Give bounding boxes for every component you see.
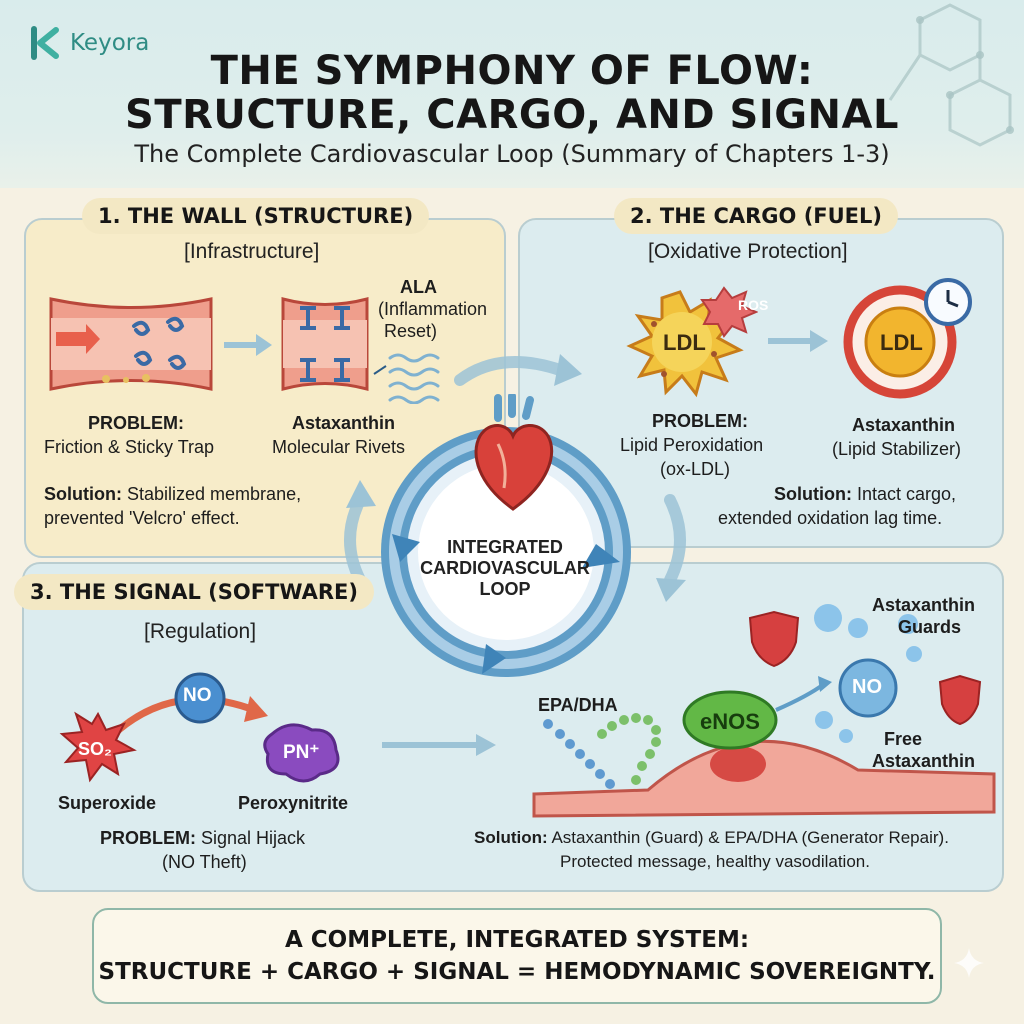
no-label-2: NO <box>852 676 882 698</box>
stabilizer-label: Astaxanthin <box>852 415 956 435</box>
peroxynitrite-label: Peroxynitrite <box>238 793 349 813</box>
cargo-solution-text-2: extended oxidation lag time. <box>718 508 943 528</box>
arrow-right-icon <box>382 734 496 756</box>
ala-label: ALA <box>400 277 437 297</box>
stabilizer-text: (Lipid Stabilizer) <box>832 439 962 459</box>
wall-solution-text-2: prevented 'Velcro' effect. <box>44 508 240 528</box>
wall-solution-label: Solution: <box>44 484 122 504</box>
free-label-2: Astaxanthin <box>872 751 976 771</box>
signal-hijack-icon <box>59 672 340 783</box>
epa-dha-label: EPA/DHA <box>538 695 618 715</box>
rivets-text: Molecular Rivets <box>272 437 406 457</box>
signal-heading: 3. THE SIGNAL (SOFTWARE) <box>14 574 374 610</box>
signal-problem: PROBLEM: Signal Hijack <box>100 826 305 850</box>
ros-label: ROS <box>738 297 769 313</box>
wall-solution-text-1: Stabilized membrane, <box>127 484 302 504</box>
no-label-1: NO <box>183 685 212 706</box>
integrated-loop-ring-icon <box>381 427 631 677</box>
page-title-line1: THE SYMPHONY OF FLOW: <box>210 48 814 94</box>
signal-solution-text-2: Protected message, healthy vasodilation. <box>560 852 870 871</box>
signal-subheading: [Regulation] <box>144 620 257 643</box>
wall-problem-text: Friction & Sticky Trap <box>44 437 215 457</box>
center-line3: LOOP <box>479 579 531 599</box>
cargo-problem-text-2: (ox-LDL) <box>660 459 731 479</box>
guards-label-1: Astaxanthin <box>872 595 976 615</box>
cargo-heading: 2. THE CARGO (FUEL) <box>614 198 899 234</box>
endothelium-repair-icon <box>532 604 996 818</box>
free-label-1: Free <box>884 729 923 749</box>
brand: Keyora <box>28 26 149 60</box>
cargo-problem-text-1: Lipid Peroxidation <box>620 435 764 455</box>
flow-arrows-icon <box>344 354 686 602</box>
center-loop-label: INTEGRATED CARDIOVASCULAR LOOP <box>415 537 595 600</box>
center-line1: INTEGRATED <box>447 537 563 557</box>
ala-note-2: Reset) <box>384 321 438 341</box>
cargo-subheading: [Oxidative Protection] <box>648 240 848 263</box>
signal-solution: Solution: Astaxanthin (Guard) & EPA/DHA … <box>474 826 949 850</box>
header-banner <box>0 0 1024 188</box>
arrow-right-icon <box>768 330 828 352</box>
cargo-solution-label: Solution: <box>774 484 852 504</box>
vessel-friction-icon <box>49 297 213 391</box>
guards-label-2: Guards <box>898 617 962 637</box>
summary-line2: STRUCTURE + CARGO + SIGNAL = HEMODYNAMIC… <box>98 959 936 985</box>
wall-subheading: [Infrastructure] <box>184 240 320 263</box>
brand-name: Keyora <box>70 30 150 56</box>
enos-label: eNOS <box>700 709 760 734</box>
vessel-rivets-icon <box>281 297 369 391</box>
superoxide-label: Superoxide <box>58 793 157 813</box>
center-line2: CARDIOVASCULAR <box>420 558 590 578</box>
signal-problem-text-1: Signal Hijack <box>201 828 306 848</box>
ala-note-1: (Inflammation <box>378 299 488 319</box>
ldl-stable-label: LDL <box>880 330 923 355</box>
wall-problem-label: PROBLEM: <box>88 413 184 433</box>
cargo-solution-text-1: Intact cargo, <box>857 484 957 504</box>
stable-ldl-icon <box>843 278 972 399</box>
molecule-decoration-icon <box>888 3 1014 147</box>
wall-solution: Solution: Stabilized membrane, <box>44 482 301 506</box>
so2-label: SO₂ <box>78 739 113 759</box>
signal-solution-label: Solution: <box>474 828 548 847</box>
signal-problem-text-2: (NO Theft) <box>162 852 247 872</box>
rivets-label: Astaxanthin <box>292 413 396 433</box>
k-logo-icon <box>31 26 59 60</box>
summary-box: A COMPLETE, INTEGRATED SYSTEM: STRUCTURE… <box>92 908 942 1004</box>
sparkle-icon <box>954 948 984 978</box>
ala-wave-icon <box>373 353 440 404</box>
cargo-problem-label: PROBLEM: <box>652 411 748 431</box>
arrow-right-icon <box>224 334 272 356</box>
cargo-solution: Solution: Intact cargo, <box>774 482 956 506</box>
page-title-line2: STRUCTURE, CARGO, AND SIGNAL <box>125 92 899 138</box>
ldl-oxidized-label: LDL <box>663 330 706 355</box>
wall-heading: 1. THE WALL (STRUCTURE) <box>82 198 430 234</box>
heart-icon <box>474 394 554 511</box>
pn-label: PN⁺ <box>283 742 320 763</box>
signal-problem-label: PROBLEM: <box>100 828 196 848</box>
summary-line1: A COMPLETE, INTEGRATED SYSTEM: <box>284 927 750 953</box>
oxidized-ldl-icon <box>626 286 758 398</box>
signal-solution-text-1: Astaxanthin (Guard) & EPA/DHA (Generator… <box>551 828 949 847</box>
page-subtitle: The Complete Cardiovascular Loop (Summar… <box>134 140 890 168</box>
